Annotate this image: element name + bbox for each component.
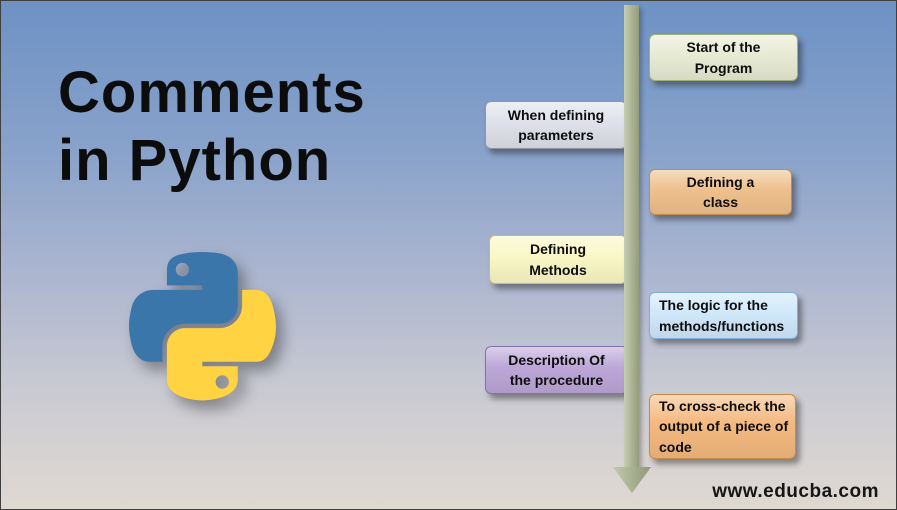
python-logo-svg xyxy=(129,251,276,401)
page-title-line1: Comments xyxy=(58,60,366,125)
timeline-box-label: Start of the Program xyxy=(686,39,761,76)
timeline-box-cross-check-output: To cross-check the output of a piece of … xyxy=(649,394,796,459)
timeline-box-description-of-procedure: Description Of the procedure xyxy=(485,346,628,394)
timeline-arrow-head-icon xyxy=(613,467,651,493)
timeline-box-label: Defining a class xyxy=(686,173,755,210)
timeline-box-defining-methods: Defining Methods xyxy=(489,235,627,284)
timeline-box-label: Defining Methods xyxy=(529,241,587,278)
timeline-box-when-defining-parameters: When defining parameters xyxy=(485,101,627,149)
watermark-text: www.educba.com xyxy=(712,481,879,502)
timeline-arrow-shaft xyxy=(624,5,639,469)
timeline-box-label: Description Of the procedure xyxy=(508,351,605,388)
page-title: Comments in Python xyxy=(58,59,366,195)
timeline-box-label: When defining parameters xyxy=(507,106,605,143)
page-title-line2: in Python xyxy=(58,127,332,193)
python-logo-yellow-snake xyxy=(166,289,276,401)
timeline-box-logic-for-methods: The logic for the methods/functions xyxy=(649,292,798,339)
timeline-box-label: The logic for the methods/functions xyxy=(659,297,785,334)
python-logo-blue-snake xyxy=(129,251,238,362)
python-logo-icon xyxy=(129,251,277,401)
timeline-box-start-of-program: Start of the Program xyxy=(649,34,798,81)
timeline-box-defining-a-class: Defining a class xyxy=(649,169,792,215)
timeline-box-label: To cross-check the output of a piece of … xyxy=(659,398,789,455)
